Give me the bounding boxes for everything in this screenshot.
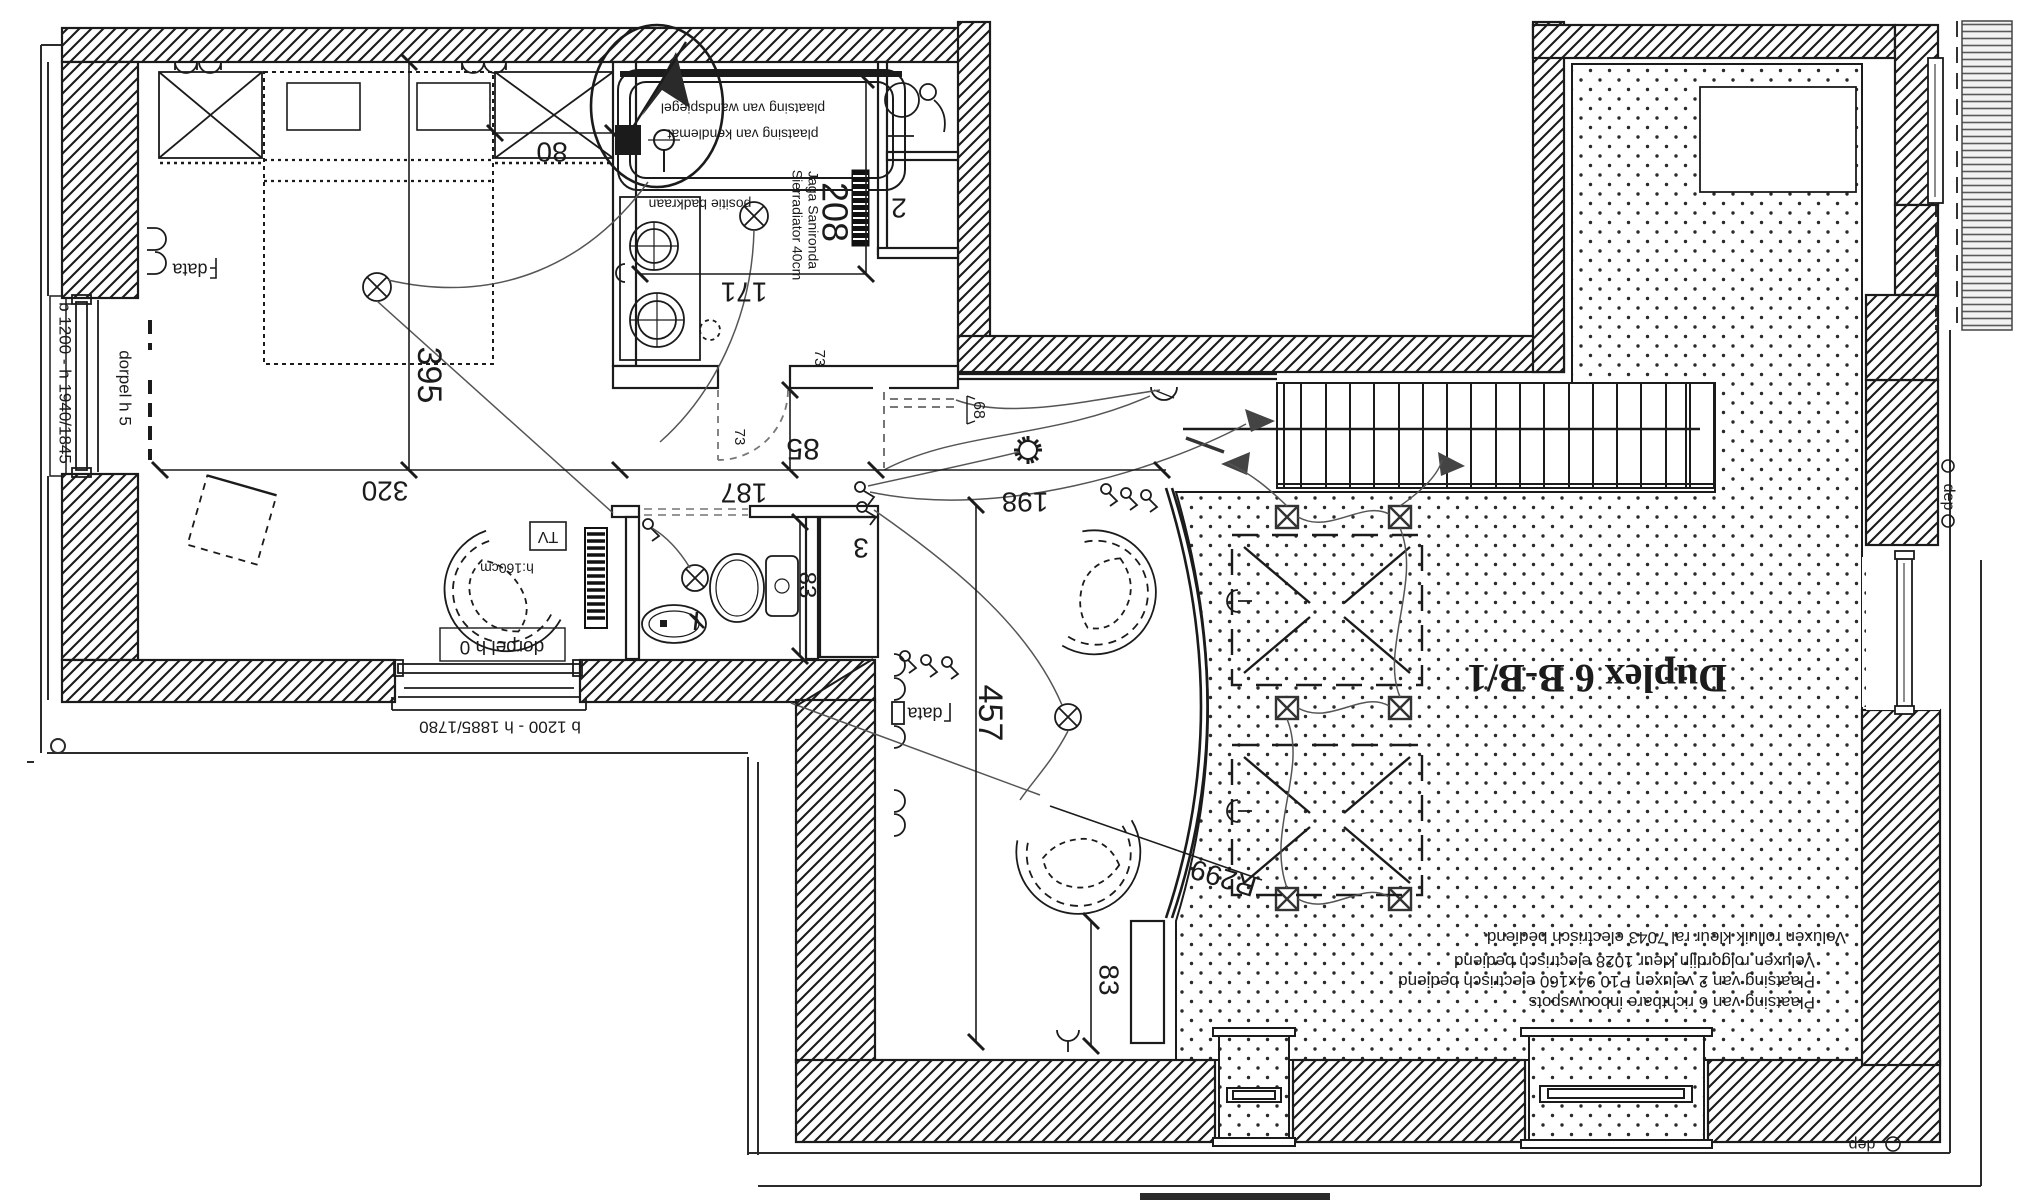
- tv-label: TV: [537, 528, 558, 545]
- tap-note: positie badkraan: [649, 196, 752, 212]
- note-line-1: Plaatsing van 6 richtbare inbouwspots: [1529, 993, 1815, 1012]
- stair-direction-arrows: [1185, 409, 1465, 476]
- roof-strip: [1956, 20, 2013, 331]
- wc-fixtures: [641, 553, 799, 644]
- dimension-lines: [150, 52, 1263, 1056]
- armchair-2: [1015, 819, 1142, 915]
- walls-hatched: [60, 20, 1942, 1144]
- roof-window-bottom-1: [1212, 1027, 1296, 1147]
- ceiling-lamps: [362, 201, 1178, 1052]
- mirror-note: plaatsing van wandspiegel: [661, 100, 825, 116]
- armchair-1: [1061, 529, 1157, 656]
- spot: [1387, 504, 1413, 530]
- bed: [263, 71, 494, 365]
- stairs: [1183, 382, 1716, 489]
- washstand: [615, 196, 721, 361]
- window-right-top: [1927, 57, 1944, 330]
- lamp-outdoor-symbol: [1056, 1029, 1080, 1052]
- recessed-spots: [1274, 504, 1413, 912]
- dim-80: 80: [536, 137, 567, 168]
- window-right-middle: [1866, 550, 1940, 715]
- dim-68: 68: [970, 401, 987, 419]
- data-label-bedroom: data: [172, 259, 208, 279]
- roof-window-bottom-2: [1520, 1027, 1713, 1149]
- switches: [642, 481, 1159, 680]
- wc-door: [644, 508, 748, 516]
- cables: [376, 181, 1443, 905]
- velux-1: [1226, 533, 1424, 687]
- spot: [1274, 504, 1300, 530]
- tv-radiator: [529, 521, 608, 629]
- construction-details: [795, 86, 1857, 1200]
- data-label-hall: data: [907, 703, 943, 723]
- chair-height-label: h:160cm: [480, 560, 534, 576]
- walls-interior: [610, 60, 1277, 1045]
- room2-basin: [884, 82, 946, 137]
- dim-187: 187: [721, 478, 768, 509]
- dim-395: 395: [410, 347, 448, 404]
- dep-label-right: dep: [1940, 484, 1957, 511]
- annotations: Duplex 6 B-B/1 Plaatsing van 6 richtbare…: [56, 100, 1957, 1152]
- dim-208: 208: [814, 182, 855, 242]
- lamp-wc: [681, 564, 709, 592]
- entry-door: [883, 392, 956, 468]
- radiator-label-1: Sierradiator 40cm: [789, 170, 805, 281]
- mat-note: plaatsing van kendlemat: [667, 126, 818, 142]
- note-line-4: Veluxen rolluik kleur ral 7043 electrisc…: [1482, 928, 1846, 947]
- wardrobe-left: [158, 71, 263, 165]
- window-left-sill: dorpel h 5: [116, 350, 135, 426]
- label-marks: [210, 258, 1955, 1152]
- tv-armchair: [443, 529, 562, 653]
- note-line-2: Plaatsing van 2 veluxen P10 94x160 elect…: [1398, 972, 1815, 991]
- lamp-bedroom: [362, 272, 392, 302]
- window-bottom: [391, 627, 587, 711]
- dim-83-wc: 83: [794, 572, 821, 599]
- revision-mark: [589, 23, 725, 189]
- bathroom-door: [717, 389, 789, 461]
- dim-457: 457: [971, 685, 1009, 742]
- spot: [1274, 886, 1300, 912]
- side-table: [186, 474, 278, 566]
- dim-83-dormer: 83: [1094, 964, 1125, 995]
- window-bottom-sill: dorpel h 0: [460, 636, 545, 657]
- velux-2: [1226, 743, 1424, 897]
- spot: [1387, 886, 1413, 912]
- window-left: [71, 294, 152, 478]
- dim-73-a: 73: [811, 350, 828, 367]
- dim-198: 198: [1002, 487, 1049, 518]
- sun-symbol: [1014, 436, 1042, 464]
- dim-85: 85: [786, 432, 819, 465]
- spot: [1387, 695, 1413, 721]
- lamp-corridor-wall: [1150, 386, 1178, 401]
- sockets: [147, 61, 906, 837]
- bath-radiator: [851, 169, 870, 247]
- radiator-label-2: Jaga Sanironda: [805, 171, 821, 269]
- window-bottom-size: b 1200 - h 1885/1780: [419, 718, 581, 737]
- lamp-hall: [1054, 703, 1082, 731]
- spot: [1274, 695, 1300, 721]
- dim-73-b: 73: [731, 429, 748, 446]
- site-outline: [27, 44, 1982, 1187]
- dim-171: 171: [721, 277, 768, 308]
- note-line-3: Veluxen rolgordijn kleur 1028 electrisch…: [1454, 952, 1815, 971]
- room-number-2: 2: [891, 193, 907, 224]
- dim-320: 320: [362, 476, 409, 507]
- room-number-3: 3: [853, 533, 869, 564]
- window-left-size: b 1200 - h 1940/1845: [56, 302, 75, 464]
- dep-label-bottom: dep: [1849, 1136, 1876, 1153]
- plan-title: Duplex 6 B-B/1: [1467, 656, 1727, 701]
